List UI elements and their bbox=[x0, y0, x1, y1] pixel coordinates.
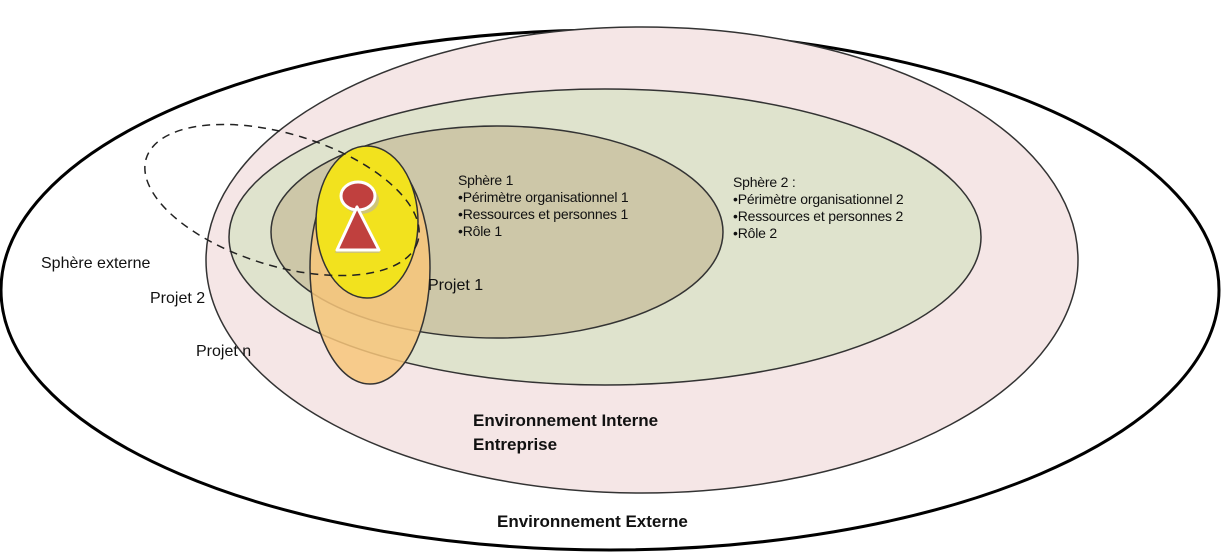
project-2-label: Projet 2 bbox=[150, 290, 206, 307]
sphere-2-item: •Rôle 2 bbox=[733, 225, 777, 241]
project-n-label: Projet n bbox=[196, 343, 252, 360]
sphere-2-item: •Périmètre organisationnel 2 bbox=[733, 191, 904, 207]
sphere-1-item: •Périmètre organisationnel 1 bbox=[458, 189, 629, 205]
sphere-1-item: •Rôle 1 bbox=[458, 223, 502, 239]
internal-environment-label-line1: Environnement Interne bbox=[473, 411, 659, 430]
sphere-2-label: Sphère 2 : •Périmètre organisationnel 2 … bbox=[733, 174, 904, 242]
external-sphere-dashed-ellipse bbox=[144, 123, 420, 277]
external-sphere-label: Sphère externe bbox=[41, 255, 151, 272]
actor-icon bbox=[335, 180, 381, 253]
external-environment-label: Environnement Externe bbox=[497, 512, 688, 531]
project-1-ellipse bbox=[315, 145, 419, 299]
internal-environment-label: Environnement Interne Entreprise bbox=[473, 409, 658, 457]
sphere-2-item: •Ressources et personnes 2 bbox=[733, 208, 904, 224]
project-1-label: Projet 1 bbox=[428, 277, 484, 294]
internal-environment-label-line2: Entreprise bbox=[473, 435, 558, 454]
sphere-1-label: Sphère 1 •Périmètre organisationnel 1 •R… bbox=[458, 172, 629, 240]
sphere-1-item: •Ressources et personnes 1 bbox=[458, 206, 629, 222]
sphere-2-title: Sphère 2 : bbox=[733, 174, 796, 190]
sphere-1-title: Sphère 1 bbox=[458, 172, 514, 188]
